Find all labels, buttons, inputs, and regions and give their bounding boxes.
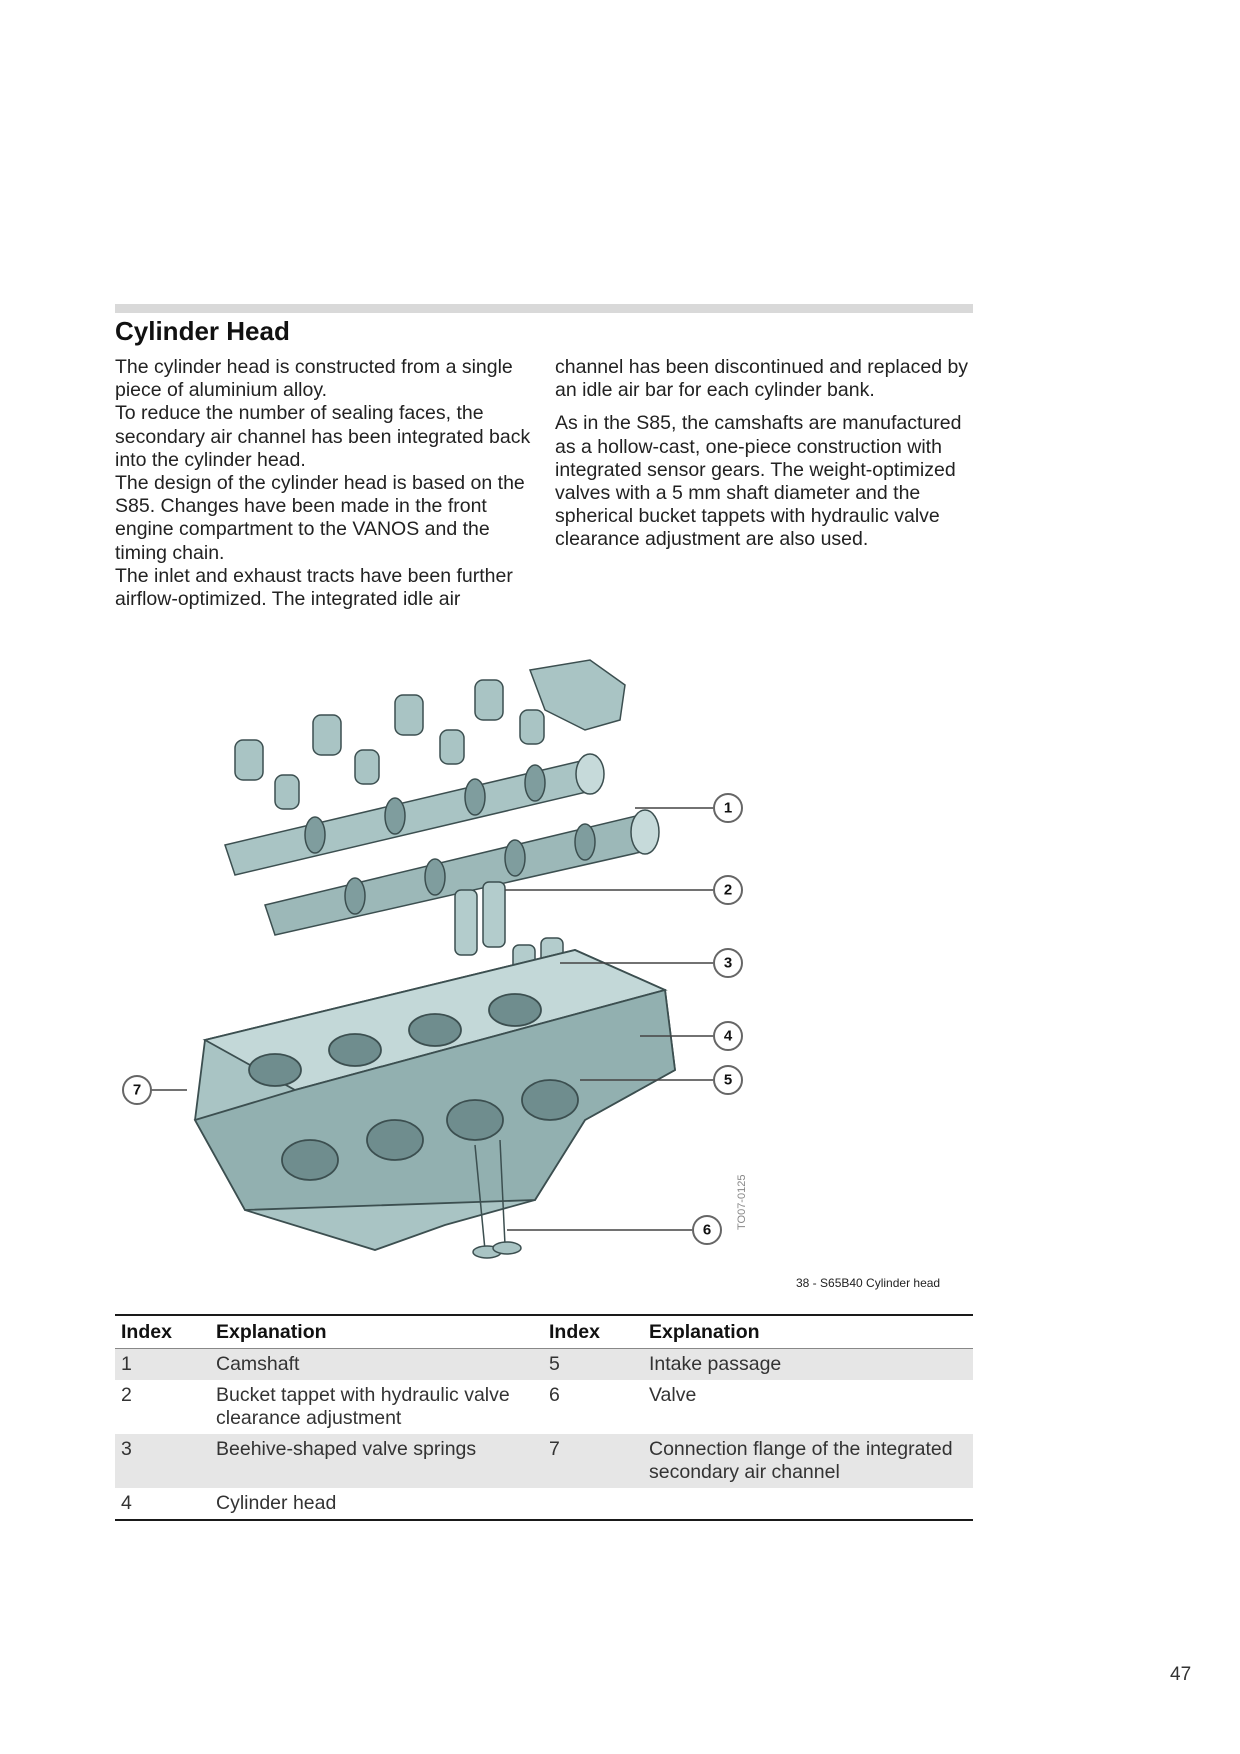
table-cell: Intake passage: [649, 1353, 782, 1375]
table-header: Explanation: [216, 1320, 327, 1343]
table-header: Index: [549, 1320, 600, 1343]
text-column-left: The cylinder head is constructed from a …: [115, 356, 533, 611]
paragraph: As in the S85, the camshafts are manufac…: [555, 412, 962, 551]
table-cell: 2: [121, 1384, 132, 1406]
callout-7: 7: [133, 1082, 141, 1099]
callout-1: 1: [724, 800, 732, 817]
callout-2: 2: [724, 882, 732, 899]
figure-code: TO07-0125: [736, 1174, 748, 1230]
legend-table: Index Explanation Index Explanation 1 Ca…: [115, 1314, 973, 1521]
table-header: Index: [121, 1320, 172, 1343]
table-cell: Valve: [649, 1384, 697, 1406]
callout-3: 3: [724, 955, 732, 972]
cylinder-head-figure: 1 2 3 4 5 6 7: [115, 650, 973, 1300]
table-cell: 7: [549, 1438, 560, 1460]
table-cell: 4: [121, 1492, 132, 1514]
table-row: 2 Bucket tappet with hydraulic valve cle…: [115, 1380, 973, 1434]
table-row: 3 Beehive-shaped valve springs 7 Connect…: [115, 1434, 973, 1488]
page-title: Cylinder Head: [115, 316, 290, 346]
table-cell: 1: [121, 1353, 132, 1375]
table-cell: 6: [549, 1384, 560, 1406]
table-cell: [643, 1488, 973, 1519]
table-cell: Cylinder head: [216, 1492, 337, 1514]
text-column-right: channel has been discontinued and replac…: [555, 356, 973, 552]
table-row: 1 Camshaft 5 Intake passage: [115, 1349, 973, 1380]
table-row: 4 Cylinder head: [115, 1488, 973, 1519]
table-cell: Bucket tappet with hydraulic valve clear…: [216, 1384, 510, 1429]
table-cell: [543, 1488, 643, 1519]
table-header-row: Index Explanation Index Explanation: [115, 1316, 973, 1349]
paragraph: The design of the cylinder head is based…: [115, 472, 525, 564]
callout-6: 6: [703, 1222, 711, 1239]
paragraph: The inlet and exhaust tracts have been f…: [115, 564, 513, 611]
callout-5: 5: [724, 1072, 732, 1089]
page-number: 47: [1170, 1664, 1192, 1685]
callout-4: 4: [724, 1028, 733, 1045]
table-header: Explanation: [649, 1320, 760, 1343]
figure-caption: 38 - S65B40 Cylinder head: [796, 1276, 941, 1290]
paragraph: To reduce the number of sealing faces, t…: [115, 402, 531, 471]
cylinder-head-illustration: 1 2 3 4 5 6 7: [122, 659, 743, 1259]
table-cell: Beehive-shaped valve springs: [216, 1438, 477, 1460]
section-rule: [115, 304, 973, 313]
table-cell: Connection flange of the integrated seco…: [649, 1438, 953, 1483]
paragraph: channel has been discontinued and replac…: [555, 356, 969, 402]
table-cell: 3: [121, 1438, 132, 1460]
table-cell: 5: [549, 1353, 560, 1375]
table-cell: Camshaft: [216, 1353, 300, 1375]
paragraph: The cylinder head is constructed from a …: [115, 356, 513, 402]
